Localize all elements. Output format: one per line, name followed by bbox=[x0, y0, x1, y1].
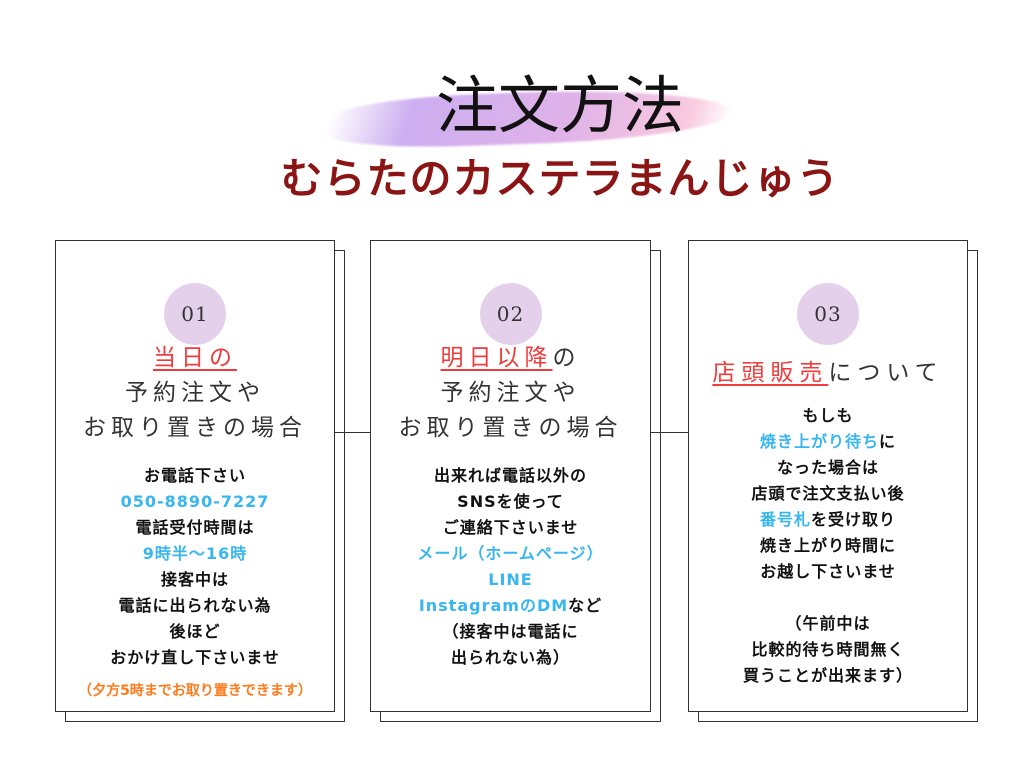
card-body: お電話下さい 050-8890-7227 電話受付時間は 9時半〜16時接客中は電話に… bbox=[56, 463, 334, 704]
body-line bbox=[689, 585, 967, 611]
text-segment: SNSを使って bbox=[457, 492, 564, 511]
body-line: LINE bbox=[371, 567, 650, 593]
connector-line bbox=[335, 432, 370, 433]
body-line: メール（ホームページ） bbox=[371, 541, 650, 567]
body-line: おかけ直し下さいませ bbox=[56, 645, 334, 671]
card-same-day: 01 当日の予約注文やお取り置きの場合 お電話下さい 050-8890-7227 電… bbox=[55, 240, 335, 712]
text-segment: お取り置きの場合 bbox=[83, 415, 307, 441]
card-advance-order: 02 明日以降の予約注文やお取り置きの場合 出来れば電話以外の SNSを使ってご連… bbox=[370, 240, 651, 712]
text-segment: について bbox=[828, 360, 944, 386]
step-number-badge: 01 bbox=[164, 283, 226, 345]
text-segment: を受け取り bbox=[811, 510, 897, 529]
text-segment: お電話下さい bbox=[143, 466, 246, 485]
body-line: SNSを使って bbox=[371, 489, 650, 515]
text-segment: 出られない為） bbox=[450, 648, 570, 667]
text-segment: （午前中は bbox=[785, 614, 871, 633]
heading-line: お取り置きの場合 bbox=[56, 411, 334, 446]
body-line: 比較的待ち時間無く bbox=[689, 637, 967, 663]
card-body: 出来れば電話以外の SNSを使ってご連絡下さいませメール（ホームページ） LINE I… bbox=[371, 463, 650, 671]
body-line: ご連絡下さいませ bbox=[371, 515, 650, 541]
body-line: 出られない為） bbox=[371, 645, 650, 671]
card-heading: 明日以降の予約注文やお取り置きの場合 bbox=[371, 341, 650, 446]
heading-line: お取り置きの場合 bbox=[371, 411, 650, 446]
highlight-text: 050-8890-7227 bbox=[120, 492, 270, 511]
body-line: 焼き上がり待ちに bbox=[689, 429, 967, 455]
body-line: （午前中は bbox=[689, 611, 967, 637]
highlight-text: 当日の bbox=[153, 345, 237, 371]
body-line: もしも bbox=[689, 403, 967, 429]
text-segment: の bbox=[552, 345, 581, 371]
connector-line bbox=[651, 432, 688, 433]
body-line: 050-8890-7227 bbox=[56, 489, 334, 515]
text-segment: ご連絡下さいませ bbox=[442, 518, 579, 537]
body-line: （夕方5時までお取り置きできます） bbox=[56, 677, 334, 704]
text-segment: お取り置きの場合 bbox=[398, 415, 623, 441]
heading-line: 予約注文や bbox=[371, 376, 650, 411]
body-line: 焼き上がり時間に bbox=[689, 533, 967, 559]
card-heading: 店頭販売について bbox=[689, 356, 967, 391]
text-segment: 電話受付時間は bbox=[135, 518, 255, 537]
card-body: もしも焼き上がり待ちになった場合は店頭で注文支払い後番号札を受け取り焼き上がり時… bbox=[689, 403, 967, 689]
text-segment: おかけ直し下さいませ bbox=[110, 648, 280, 667]
highlight-text: InstagramのDM bbox=[418, 596, 569, 615]
body-line: 後ほど bbox=[56, 619, 334, 645]
body-line: 電話受付時間は bbox=[56, 515, 334, 541]
body-line: （接客中は電話に bbox=[371, 619, 650, 645]
body-line: 電話に出られない為 bbox=[56, 593, 334, 619]
text-segment: 買うことが出来ます） bbox=[742, 666, 913, 685]
text-segment: など bbox=[568, 596, 603, 615]
text-segment: なった場合は bbox=[776, 458, 879, 477]
body-line: 店頭で注文支払い後 bbox=[689, 481, 967, 507]
highlight-text: メール（ホームページ） bbox=[417, 544, 604, 563]
heading-line: 店頭販売について bbox=[689, 356, 967, 391]
highlight-text: 店頭販売 bbox=[712, 360, 829, 386]
body-line: 出来れば電話以外の bbox=[371, 463, 650, 489]
text-segment: 予約注文や bbox=[125, 380, 265, 406]
highlight-text: 9時半〜16時 bbox=[142, 544, 248, 563]
heading-line: 明日以降の bbox=[371, 341, 650, 376]
text-segment: 予約注文や bbox=[440, 380, 581, 406]
page-subtitle: むらたのカステラまんじゅう bbox=[280, 154, 840, 203]
text-segment: 後ほど bbox=[169, 622, 221, 641]
heading-line: 予約注文や bbox=[56, 376, 334, 411]
text-segment: （接客中は電話に bbox=[442, 622, 579, 641]
highlight-text: 明日以降 bbox=[440, 345, 553, 371]
text-segment: 店頭で注文支払い後 bbox=[751, 484, 905, 503]
text-segment: もしも bbox=[802, 406, 854, 425]
step-number-badge: 03 bbox=[797, 283, 859, 345]
text-segment: 電話に出られない為 bbox=[118, 596, 272, 615]
body-line: 接客中は bbox=[56, 567, 334, 593]
step-number-badge: 02 bbox=[479, 283, 542, 345]
text-segment: に bbox=[879, 432, 897, 451]
card-store-sales: 03 店頭販売について もしも焼き上がり待ちになった場合は店頭で注文支払い後番号… bbox=[688, 240, 968, 712]
highlight-text: 番号札 bbox=[759, 510, 811, 529]
body-line: お電話下さい bbox=[56, 463, 334, 489]
body-line: 番号札を受け取り bbox=[689, 507, 967, 533]
card-heading: 当日の予約注文やお取り置きの場合 bbox=[56, 341, 334, 446]
highlight-text: 焼き上がり待ち bbox=[759, 432, 879, 451]
body-line: InstagramのDMなど bbox=[371, 593, 650, 619]
page-title: 注文方法 bbox=[435, 69, 684, 142]
body-line: 買うことが出来ます） bbox=[689, 663, 967, 689]
body-line: お越し下さいませ bbox=[689, 559, 967, 585]
heading-line: 当日の bbox=[56, 341, 334, 376]
text-segment: 接客中は bbox=[160, 570, 229, 589]
body-line: 9時半〜16時 bbox=[56, 541, 334, 567]
highlight-text: （夕方5時までお取り置きできます） bbox=[78, 683, 312, 699]
body-line: なった場合は bbox=[689, 455, 967, 481]
text-segment: お越し下さいませ bbox=[760, 562, 896, 581]
text-segment: 出来れば電話以外の bbox=[433, 466, 587, 485]
highlight-text: LINE bbox=[488, 570, 533, 589]
text-segment: 比較的待ち時間無く bbox=[751, 640, 905, 659]
text-segment: 焼き上がり時間に bbox=[759, 536, 896, 555]
